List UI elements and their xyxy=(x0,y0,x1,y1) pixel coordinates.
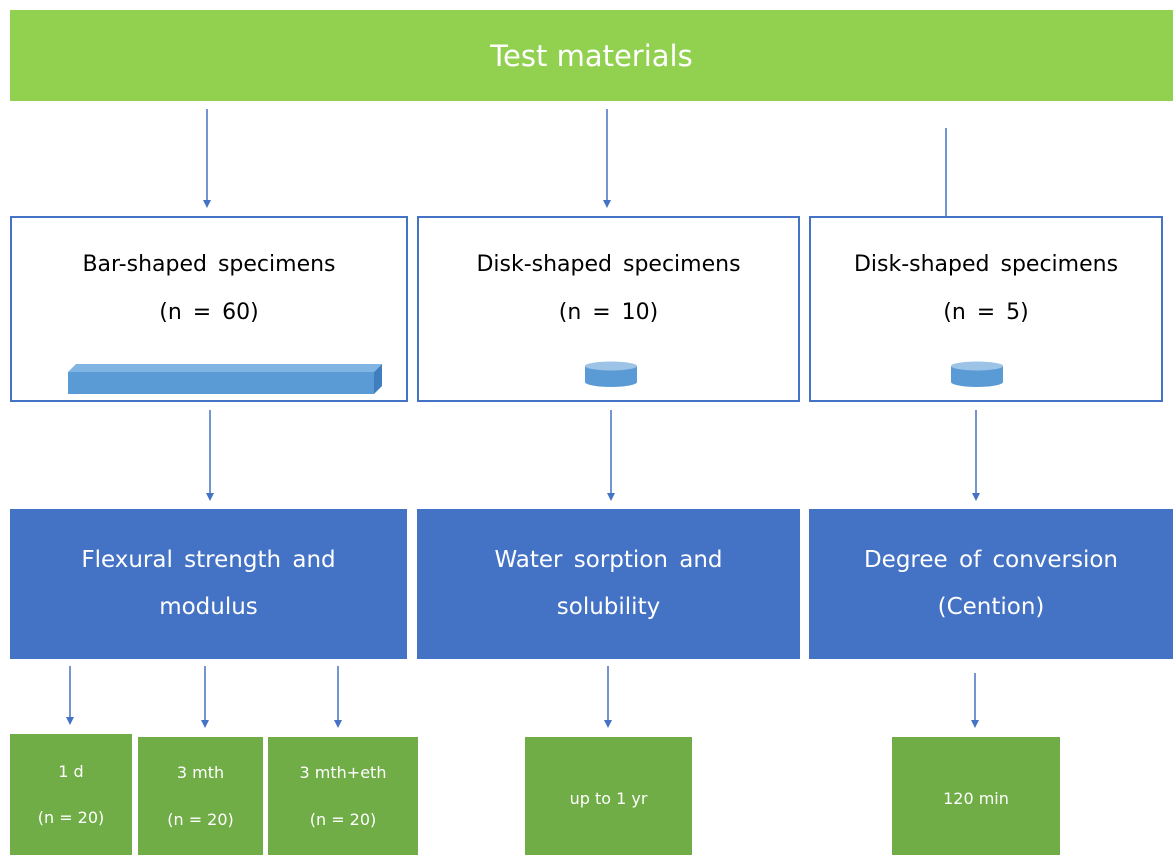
result-count: (n = 20) xyxy=(309,810,377,829)
test-box-degree-conversion: Degree of conversion (Cention) xyxy=(809,509,1173,659)
specimen-count: (n = 10) xyxy=(558,300,659,325)
specimen-label: Disk-shaped specimens xyxy=(476,252,741,277)
result-count: (n = 20) xyxy=(37,808,105,827)
test-materials-title: Test materials xyxy=(490,38,693,73)
result-label: up to 1 yr xyxy=(569,789,648,808)
specimen-box-disk-2: Disk-shaped specimens (n = 5) xyxy=(809,216,1163,402)
test-box-flexural: Flexural strength and modulus xyxy=(10,509,407,659)
specimen-count: (n = 60) xyxy=(159,300,259,325)
disk-specimen-icon xyxy=(585,361,637,387)
specimen-label: Bar-shaped specimens xyxy=(82,252,336,277)
result-label: 3 mth+eth xyxy=(299,763,387,782)
result-label: 1 d xyxy=(58,762,84,781)
test-label-line1: Degree of conversion xyxy=(863,547,1119,573)
result-box-3mth: 3 mth (n = 20) xyxy=(138,737,263,855)
specimen-box-bar: Bar-shaped specimens (n = 60) xyxy=(10,216,408,402)
test-label-line2: (Cention) xyxy=(937,594,1045,620)
test-box-water-sorption: Water sorption and solubility xyxy=(417,509,800,659)
result-label: 120 min xyxy=(943,789,1009,808)
disk-specimen-icon xyxy=(951,361,1003,387)
test-materials-header: Test materials xyxy=(10,10,1173,101)
result-box-120min: 120 min xyxy=(892,737,1060,855)
specimen-label: Disk-shaped specimens xyxy=(853,252,1119,277)
test-label-line1: Flexural strength and xyxy=(81,547,336,573)
result-box-up-to-1yr: up to 1 yr xyxy=(525,737,692,855)
bar-specimen-icon xyxy=(68,364,382,394)
test-label-line2: modulus xyxy=(159,594,258,620)
test-label-line1: Water sorption and xyxy=(494,547,723,573)
result-box-3mth-eth: 3 mth+eth (n = 20) xyxy=(268,737,418,855)
result-count: (n = 20) xyxy=(167,810,234,829)
result-box-1d: 1 d (n = 20) xyxy=(10,734,132,855)
specimen-box-disk-1: Disk-shaped specimens (n = 10) xyxy=(417,216,800,402)
result-label: 3 mth xyxy=(176,763,225,782)
specimen-count: (n = 5) xyxy=(943,300,1029,325)
test-label-line2: solubility xyxy=(556,594,661,620)
